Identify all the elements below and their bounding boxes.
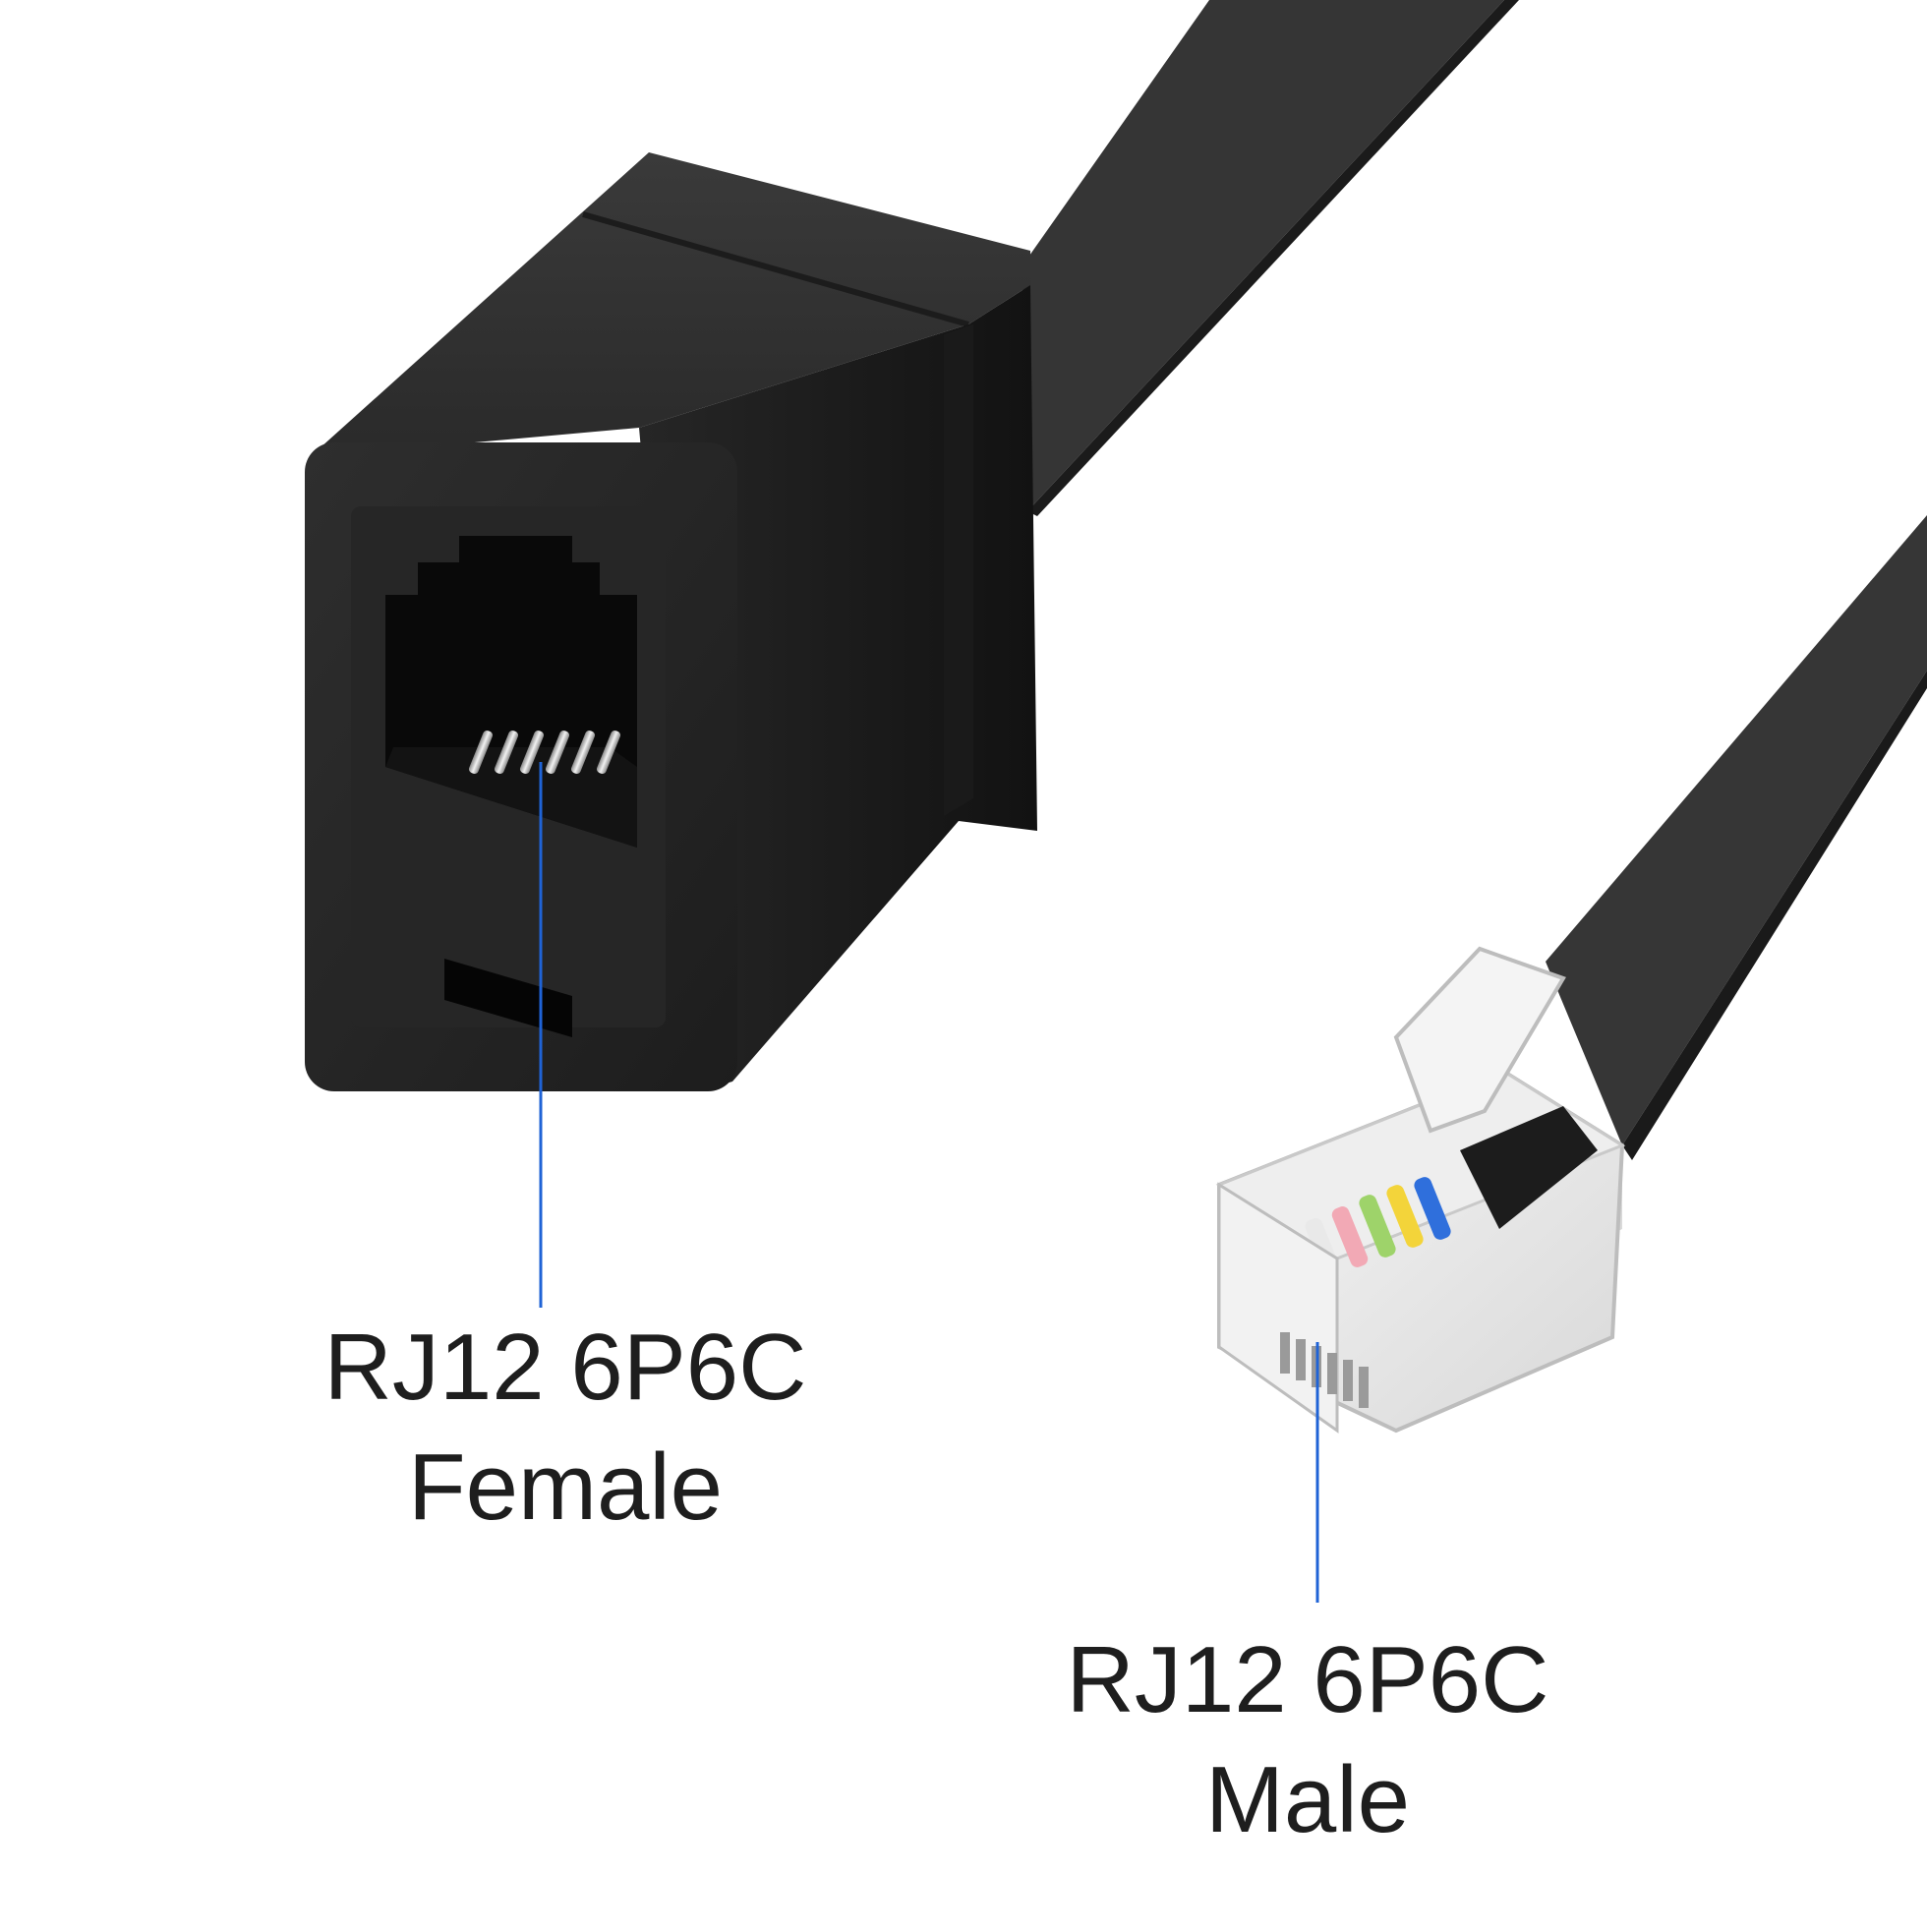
female-label-line1: RJ12 6P6C [323,1315,807,1420]
coupler-side-face [639,285,1037,1091]
male-label-line2: Male [1204,1747,1411,1852]
cable-upper-edge [1027,0,1519,516]
plug-front-face [1217,1182,1339,1434]
cable-right-edge [1622,671,1927,1160]
male-plug [1215,946,1626,1434]
coupler-side-band [944,324,973,816]
female-coupler [305,152,1037,1091]
plug-latch [1393,946,1566,1134]
female-label-line2: Female [407,1434,724,1540]
jack-pins [468,731,621,774]
cable-upper-segment [1022,0,1504,511]
female-connector-label: RJ12 6P6C Female [251,1308,880,1548]
male-connector-label: RJ12 6P6C Male [993,1620,1622,1860]
cable-right-segment [1546,515,1927,1145]
male-label-line1: RJ12 6P6C [1066,1627,1549,1732]
coupler-seam [582,211,969,327]
plug-cable-core [1460,1106,1598,1229]
coupler-top-face [310,152,1030,457]
